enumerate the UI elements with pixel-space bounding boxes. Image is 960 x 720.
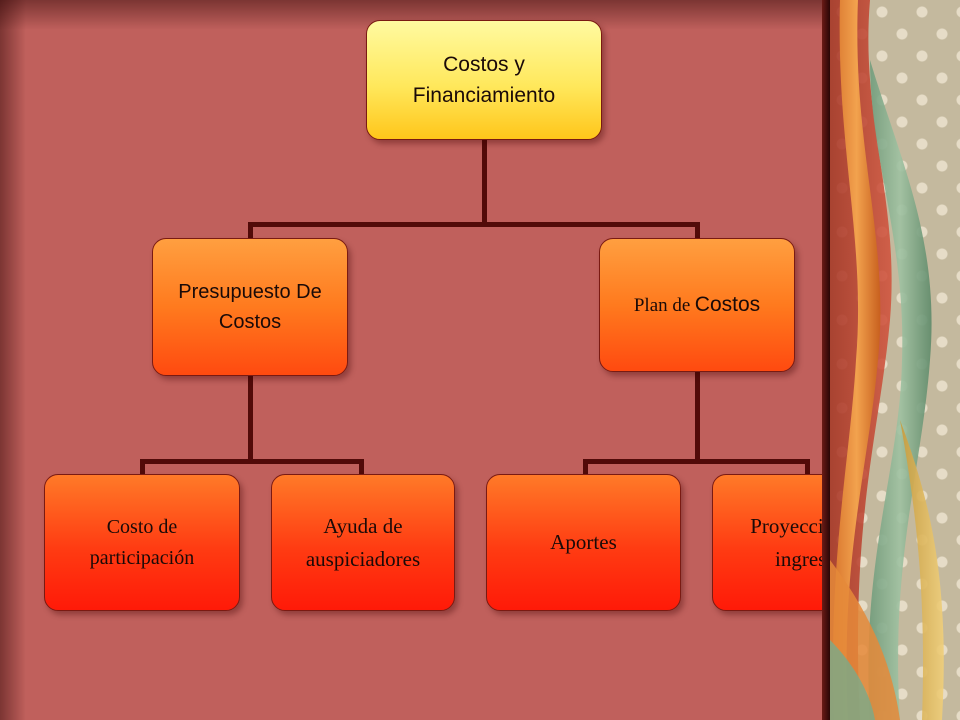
panel-divider (822, 0, 830, 720)
branch-node-presupuesto: Presupuesto De Costos (152, 238, 348, 376)
branch-node-plan-label-part2: Costos (694, 293, 761, 316)
connector-leaf3-up (583, 459, 588, 475)
connector-branch1-down (248, 376, 253, 462)
connector-branch1-up (248, 222, 253, 240)
connector-leaf4-up (805, 459, 810, 475)
decorative-ribbons-graphic (830, 0, 944, 720)
leaf-node-ayuda-auspiciadores-label: Ayuda de auspiciadores (305, 513, 421, 571)
slide-shadow-left (0, 0, 26, 720)
leaf-node-costo-participacion: Costo de participación (44, 474, 240, 611)
connector-level2-right-horizontal (583, 459, 810, 464)
leaf-node-costo-participacion-label: Costo de participación (89, 515, 195, 569)
root-node-label: Costos y Financiamiento (412, 52, 556, 108)
connector-level2-left-horizontal (140, 459, 364, 464)
connector-leaf1-up (140, 459, 145, 475)
connector-branch2-down (695, 372, 700, 462)
connector-branch2-up (695, 222, 700, 240)
decorative-side-panel (830, 0, 960, 720)
root-node: Costos y Financiamiento (366, 20, 602, 140)
leaf-node-ayuda-auspiciadores: Ayuda de auspiciadores (271, 474, 455, 611)
branch-node-plan-label: Plan de Costos (628, 293, 766, 317)
branch-node-presupuesto-label: Presupuesto De Costos (178, 281, 322, 333)
branch-node-plan: Plan de Costos (599, 238, 795, 372)
connector-leaf2-up (359, 459, 364, 475)
branch-node-plan-label-part1: Plan de (633, 295, 691, 316)
connector-level1-horizontal (248, 222, 700, 227)
leaf-node-aportes-label: Aportes (550, 530, 617, 555)
leaf-node-aportes: Aportes (486, 474, 681, 611)
connector-root-down (482, 140, 487, 226)
